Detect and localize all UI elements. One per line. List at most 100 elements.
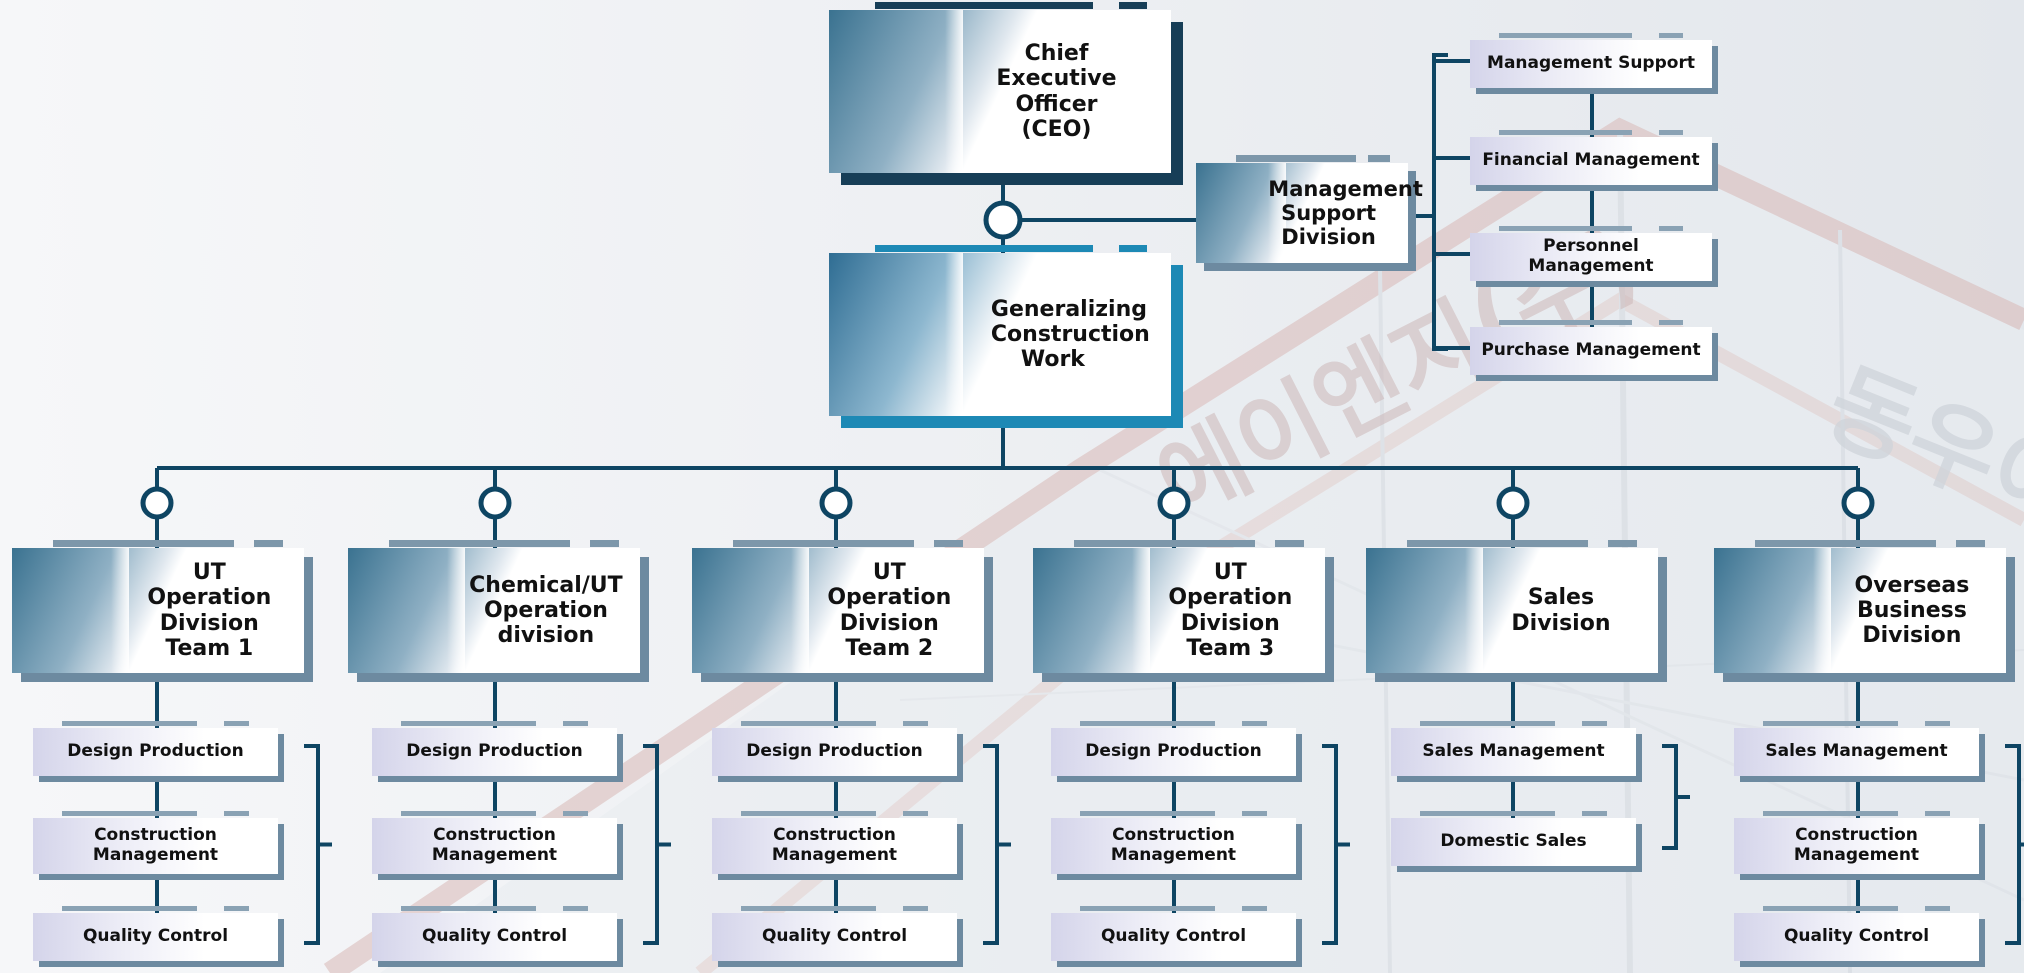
text-line: Design Production [746,741,923,762]
management-support-unit-label: Financial Management [1470,137,1712,185]
text-line: Management [431,845,558,865]
text-line: Construction [433,825,556,846]
division-unit: Design Production [33,721,284,782]
division-unit: Design Production [1051,721,1302,782]
text-line: Domestic Sales [1440,831,1587,852]
text-line: Quality Control [1100,926,1247,947]
division-unit-label: Domestic Sales [1391,818,1636,866]
division-junction-node [140,486,174,520]
division-unit: Domestic Sales [1391,811,1642,872]
division-unit-bracket [643,744,659,945]
division-unit: Quality Control [1734,906,1985,967]
management-support-bracket [1432,53,1448,351]
division-unit-label: Design Production [33,728,278,776]
text-line: Operation division [483,597,608,649]
text-line: UT Operation [827,559,952,611]
text-line: Purchase Management [1481,340,1701,361]
division-unit-label: Quality Control [1051,913,1296,961]
division-unit-label: Quality Control [1734,913,1979,961]
division-unit-label: Sales Management [1734,728,1979,776]
text-line: Management [1110,845,1237,865]
text-line: Sales Division [1511,585,1611,636]
text-line: Quality Control [421,926,568,947]
text-line: Quality Control [761,926,908,947]
division-unit: Quality Control [712,906,963,967]
division-unit-bracket [983,744,999,945]
division-unit: Quality Control [372,906,623,967]
text-line: UT Operation [147,559,272,611]
text-line: Quality Control [1783,926,1930,947]
division-junction-node [478,486,512,520]
management-support-unit-label: Management Support [1470,40,1712,88]
text-line: Management Support [1487,53,1695,74]
text-line: Overseas Business [1854,572,1970,623]
management-support-unit: Financial Management [1470,130,1718,191]
text-line: Construction [1112,825,1235,846]
division-unit-bracket [304,744,320,945]
management-support-unit: Purchase Management [1470,320,1718,381]
text-line: Financial Management [1482,150,1700,171]
text-line: Construction [94,825,217,846]
division-unit: Sales Management [1734,721,1985,782]
text-line: Sales Management [1765,741,1948,762]
division-unit-label: Quality Control [712,913,957,961]
division-box-label: Sales Division [1366,548,1658,673]
text-line: Construction [1795,825,1918,846]
text-line: Design Production [1085,741,1262,762]
text-line: Management [1793,845,1920,865]
text-line: Division [1862,623,1962,649]
management-support-unit: Management Support [1470,33,1718,94]
text-line: Division Team 2 [839,610,939,661]
division-unit-bracket [1322,744,1338,945]
division-unit: Sales Management [1391,721,1642,782]
division-junction-node [1496,486,1530,520]
text-line: Chemical/UT [469,572,623,598]
division-box: Sales Division [1366,540,1667,682]
division-unit: Quality Control [33,906,284,967]
text-line: Construction [773,825,896,846]
division-unit-bracket [2005,744,2021,945]
text-line: Quality Control [82,926,229,947]
text-line: Design Production [406,741,583,762]
management-support-unit-label: Purchase Management [1470,327,1712,375]
division-unit-label: Quality Control [33,913,278,961]
division-unit: Design Production [712,721,963,782]
division-unit-label: Design Production [712,728,957,776]
text-line: Design Production [67,741,244,762]
division-unit-label: Design Production [1051,728,1296,776]
text-line: Sales Management [1422,741,1605,762]
text-line: Management [92,845,219,865]
text-line: UT Operation [1168,559,1293,611]
text-line: Division Team 3 [1180,610,1280,661]
division-junction-node [1841,486,1875,520]
division-unit: Design Production [372,721,623,782]
text-line: Management [771,845,898,865]
division-unit-label: Quality Control [372,913,617,961]
division-unit: Quality Control [1051,906,1302,967]
